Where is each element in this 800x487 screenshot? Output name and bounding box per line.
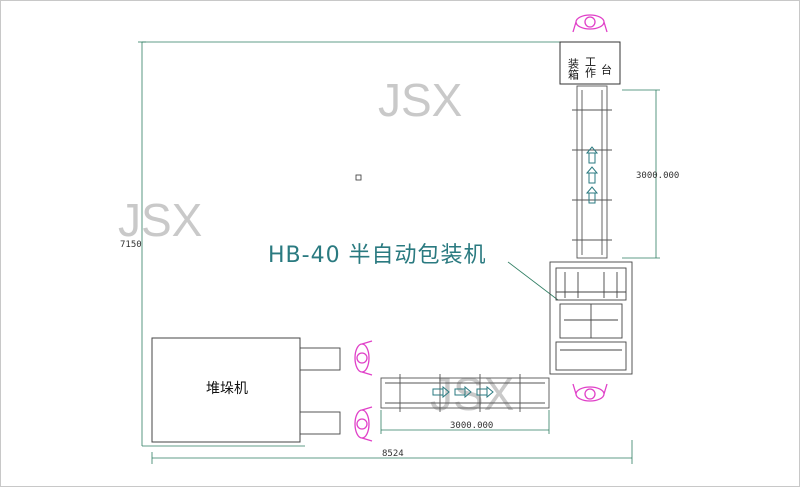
horizontal-conveyor-length: 3000.000 (450, 421, 493, 431)
packing-table-label-1: 装箱 (567, 58, 580, 81)
vertical-conveyor-length: 3000.000 (636, 171, 679, 181)
operator-palletizer-top-icon (354, 340, 373, 376)
operator-machine-icon (572, 383, 608, 402)
operator-top-icon (572, 14, 608, 33)
palletizer-infeed (299, 347, 341, 435)
horizontal-conveyor-dimension (380, 410, 550, 434)
machine-title: HB-40 半自动包装机 (268, 243, 487, 268)
reference-marker (355, 174, 362, 181)
width-dimension-label: 8524 (382, 449, 404, 459)
horizontal-conveyor (380, 374, 550, 412)
palletizer-label: 堆垛机 (206, 381, 248, 397)
conveyor-arrow-up-icon (586, 166, 598, 184)
watermark-2: JSX (118, 194, 202, 246)
vertical-conveyor (572, 85, 612, 259)
packing-table-label-3: 台 (600, 63, 613, 75)
conveyor-arrow-up-icon (586, 186, 598, 204)
packing-work-table (559, 41, 621, 85)
palletizer (151, 337, 301, 443)
height-dimension-label: 7150 (120, 240, 142, 250)
watermark-3: JSX (430, 368, 514, 420)
vertical-conveyor-dimension (622, 89, 660, 259)
conveyor-arrow-up-icon (586, 146, 598, 164)
packing-table-label-2: 工作 (584, 56, 597, 78)
watermark-1: JSX (378, 74, 462, 126)
overall-dimensions (138, 41, 633, 464)
operator-palletizer-bottom-icon (354, 406, 373, 442)
title-leader-line (507, 261, 559, 301)
packaging-machine (549, 261, 633, 375)
